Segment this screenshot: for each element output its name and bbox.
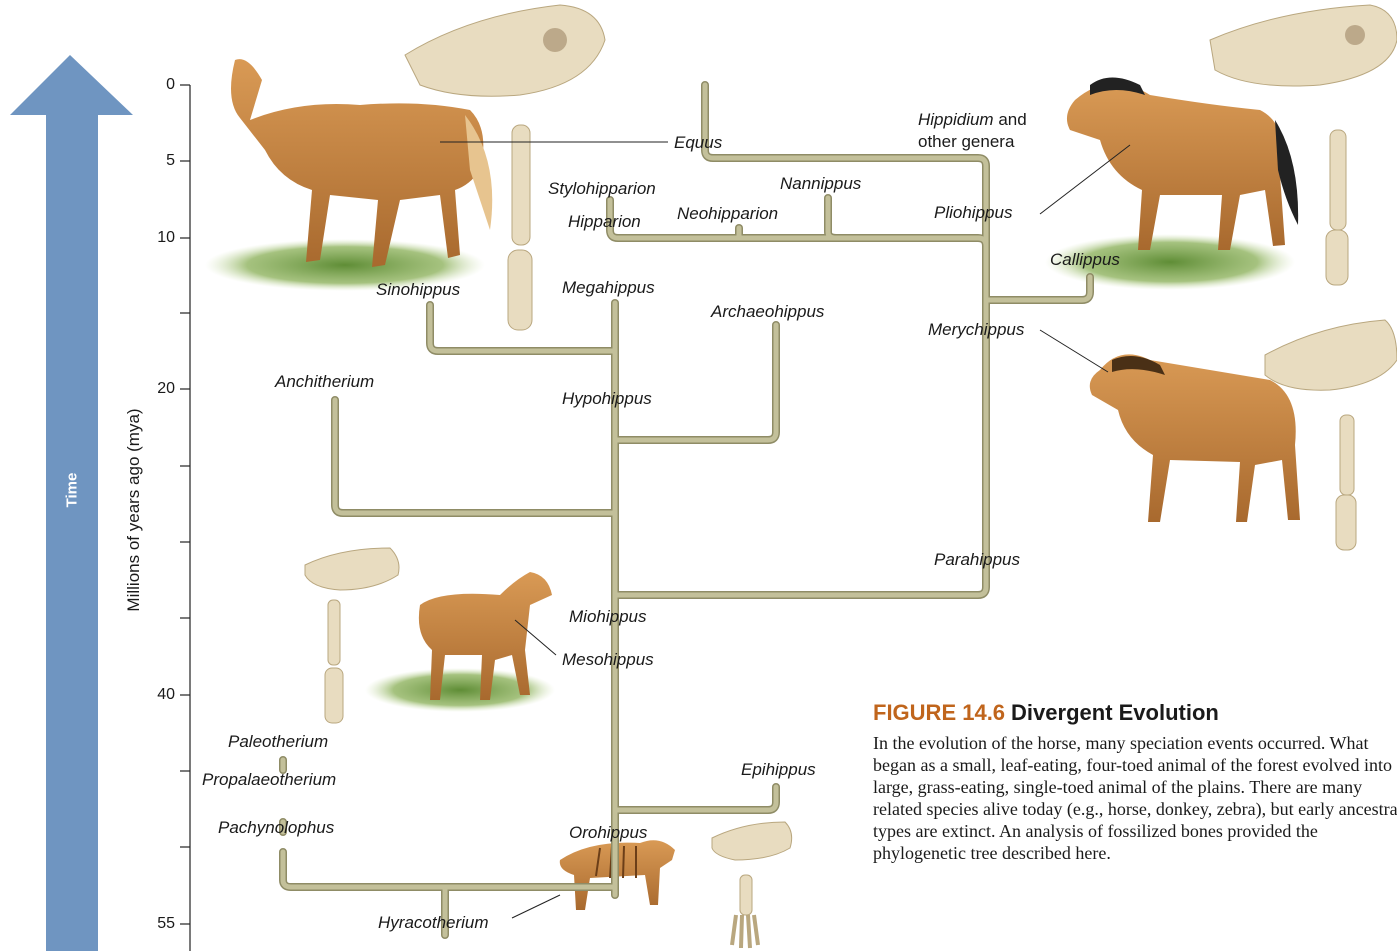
merychippus-horse-illustration <box>1090 354 1300 522</box>
merychippus-skull <box>1265 320 1397 390</box>
label-hipparion: Hipparion <box>568 213 641 230</box>
tick-0: 0 <box>135 77 175 93</box>
modern-horse-leg-bone <box>508 125 532 330</box>
pliohippus-skull <box>1210 5 1397 86</box>
label-hippidium-name: Hippidium <box>918 110 994 129</box>
pliohippus-leg-bone <box>1326 130 1348 285</box>
label-nannippus: Nannippus <box>780 175 861 192</box>
time-axis <box>180 85 190 951</box>
tick-40: 40 <box>135 687 175 703</box>
time-arrow-label: Time <box>64 473 81 508</box>
label-stylohipparion: Stylohipparion <box>548 180 656 197</box>
mesohippus-skull <box>305 548 399 590</box>
label-hypohippus: Hypohippus <box>562 390 652 407</box>
label-sinohippus: Sinohippus <box>376 281 460 298</box>
figure-number: FIGURE 14.6 <box>873 700 1005 725</box>
mesohippus-horse-illustration <box>365 572 555 712</box>
tick-10: 10 <box>135 230 175 246</box>
modern-horse-illustration <box>205 59 492 291</box>
label-callippus: Callippus <box>1050 251 1120 268</box>
label-propalaeotherium: Propalaeotherium <box>202 771 336 788</box>
hyracotherium-leg-bone <box>732 875 758 948</box>
label-neohipparion: Neohipparion <box>677 205 778 222</box>
figure-title: Divergent Evolution <box>1011 700 1219 725</box>
tick-5: 5 <box>135 153 175 169</box>
mesohippus-leg-bone <box>325 600 343 723</box>
label-orohippus: Orohippus <box>569 824 647 841</box>
label-parahippus: Parahippus <box>934 551 1020 568</box>
label-hyracotherium: Hyracotherium <box>378 914 489 931</box>
label-anchitherium: Anchitherium <box>275 373 374 390</box>
label-equus: Equus <box>674 134 722 151</box>
label-merychippus: Merychippus <box>928 321 1024 338</box>
label-other-genera: other genera <box>918 133 1014 150</box>
figure-caption-body: In the evolution of the horse, many spec… <box>873 732 1397 864</box>
label-paleotherium: Paleotherium <box>228 733 328 750</box>
axis-label: Millions of years ago (mya) <box>124 408 144 611</box>
label-hippidium-and: and <box>998 110 1026 129</box>
label-pachynolophus: Pachynolophus <box>218 819 334 836</box>
label-mesohippus: Mesohippus <box>562 651 654 668</box>
modern-horse-skull <box>405 5 605 96</box>
label-archaeohippus: Archaeohippus <box>711 303 824 320</box>
label-epihippus: Epihippus <box>741 761 816 778</box>
tick-55: 55 <box>135 916 175 932</box>
hyracotherium-skull <box>712 822 792 860</box>
label-miohippus: Miohippus <box>569 608 647 625</box>
merychippus-leg-bone <box>1336 415 1356 550</box>
label-megahippus: Megahippus <box>562 279 655 296</box>
tick-20: 20 <box>135 381 175 397</box>
label-pliohippus: Pliohippus <box>934 204 1012 221</box>
label-hippidium: Hippidium and <box>918 111 1027 128</box>
